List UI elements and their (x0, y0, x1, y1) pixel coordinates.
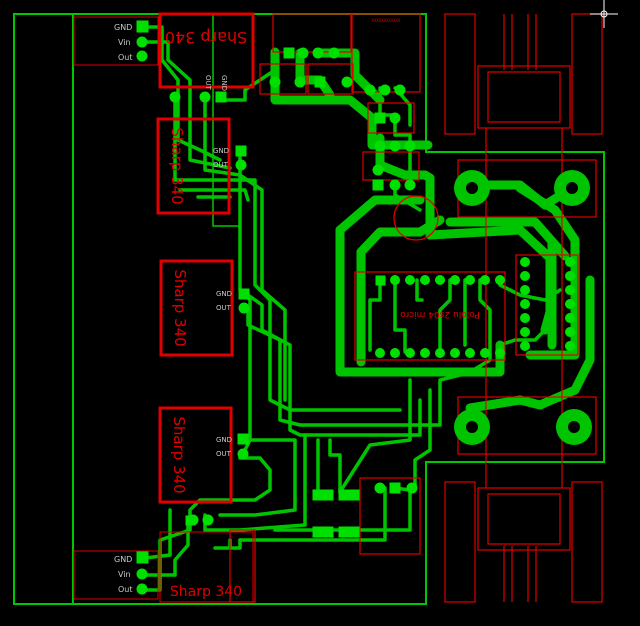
sensor-5: Sharp 340 (159, 531, 254, 603)
sensor-1-outline (158, 12, 255, 89)
sensor-3-label: Sharp 340 (171, 269, 189, 346)
module-label: Pololu 2s04 micro (400, 309, 480, 319)
sensor-4: Sharp 340 GND OUT (158, 406, 233, 504)
board-outline (13, 13, 605, 605)
sensor-4-pin-gnd: GND (216, 436, 232, 444)
sensor-4-pin-out: OUT (216, 450, 232, 458)
bottom-connector-pin-gnd-label: GND (114, 555, 132, 564)
sensor-2: Sharp 340 GND OUT (156, 117, 231, 215)
sensor-1-pin-gnd: GND (220, 75, 228, 91)
sensor-4-label: Sharp 340 (170, 416, 188, 493)
header-small-text: XXXXXXXXXXXX (372, 18, 401, 23)
sensor-2-pin-gnd: GND (213, 147, 229, 155)
mounting-pads (454, 170, 592, 445)
sensor-3-pin-out: OUT (216, 304, 232, 312)
bottom-connector-outline (73, 550, 159, 600)
sensor-3-pin-gnd: GND (216, 290, 232, 298)
sensor-1: Sharp 340 GND OUT (158, 12, 255, 91)
sensor-1-label: Sharp 340 (165, 28, 247, 47)
bottom-connector: GND Vin Out (73, 550, 159, 600)
sensor-2-label: Sharp 340 (168, 127, 186, 204)
board-inner-outline (212, 14, 240, 227)
bottom-connector-pin-vin-label: Vin (118, 570, 131, 579)
sensor-3-outline (159, 259, 234, 357)
top-connector-pin-out-label: Out (118, 53, 133, 62)
sensor-1-pin-out: OUT (204, 75, 212, 91)
top-connector-pin-vin-label: Vin (118, 38, 131, 47)
signal-traces (140, 25, 562, 592)
top-connector: GND Vin Out (73, 16, 159, 66)
cursor-crosshair-icon (590, 0, 618, 28)
top-connector-pin-gnd-label: GND (114, 23, 132, 32)
sensor-5-label: Sharp 340 (170, 584, 242, 600)
silkscreen-outlines (229, 13, 603, 603)
pads (136, 20, 575, 595)
sensor-5-outline (159, 531, 254, 603)
sensor-2-pin-out: OUT (213, 161, 229, 169)
sensor-3: Sharp 340 GND OUT (159, 259, 234, 357)
bottom-connector-pin-out-label: Out (118, 585, 133, 594)
sensor-2-outline (156, 117, 231, 215)
power-traces (270, 47, 595, 413)
top-connector-outline (73, 16, 159, 66)
sensor-4-outline (158, 406, 233, 504)
